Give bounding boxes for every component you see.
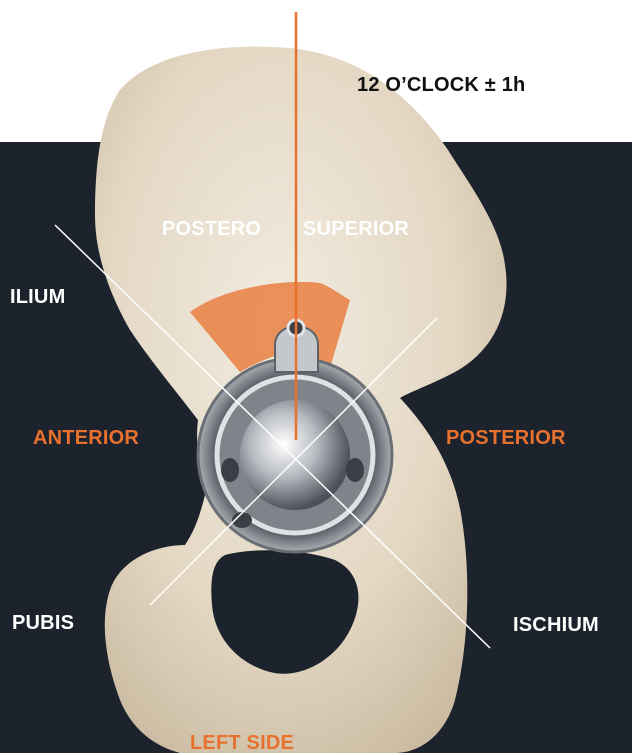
postero-label: POSTERO [162, 218, 261, 241]
side-label: LEFT SIDE [190, 732, 294, 755]
clock-label: 12 O’CLOCK ± 1h [357, 74, 525, 97]
screw-hole [221, 458, 239, 482]
posterior-label: POSTERIOR [446, 427, 566, 450]
screw-hole [346, 458, 364, 482]
anterior-label: ANTERIOR [33, 427, 139, 450]
ischium-label: ISCHIUM [513, 614, 599, 637]
superior-label: SUPERIOR [303, 218, 409, 241]
pubis-label: PUBIS [12, 612, 74, 635]
ilium-label: ILIUM [10, 286, 65, 309]
